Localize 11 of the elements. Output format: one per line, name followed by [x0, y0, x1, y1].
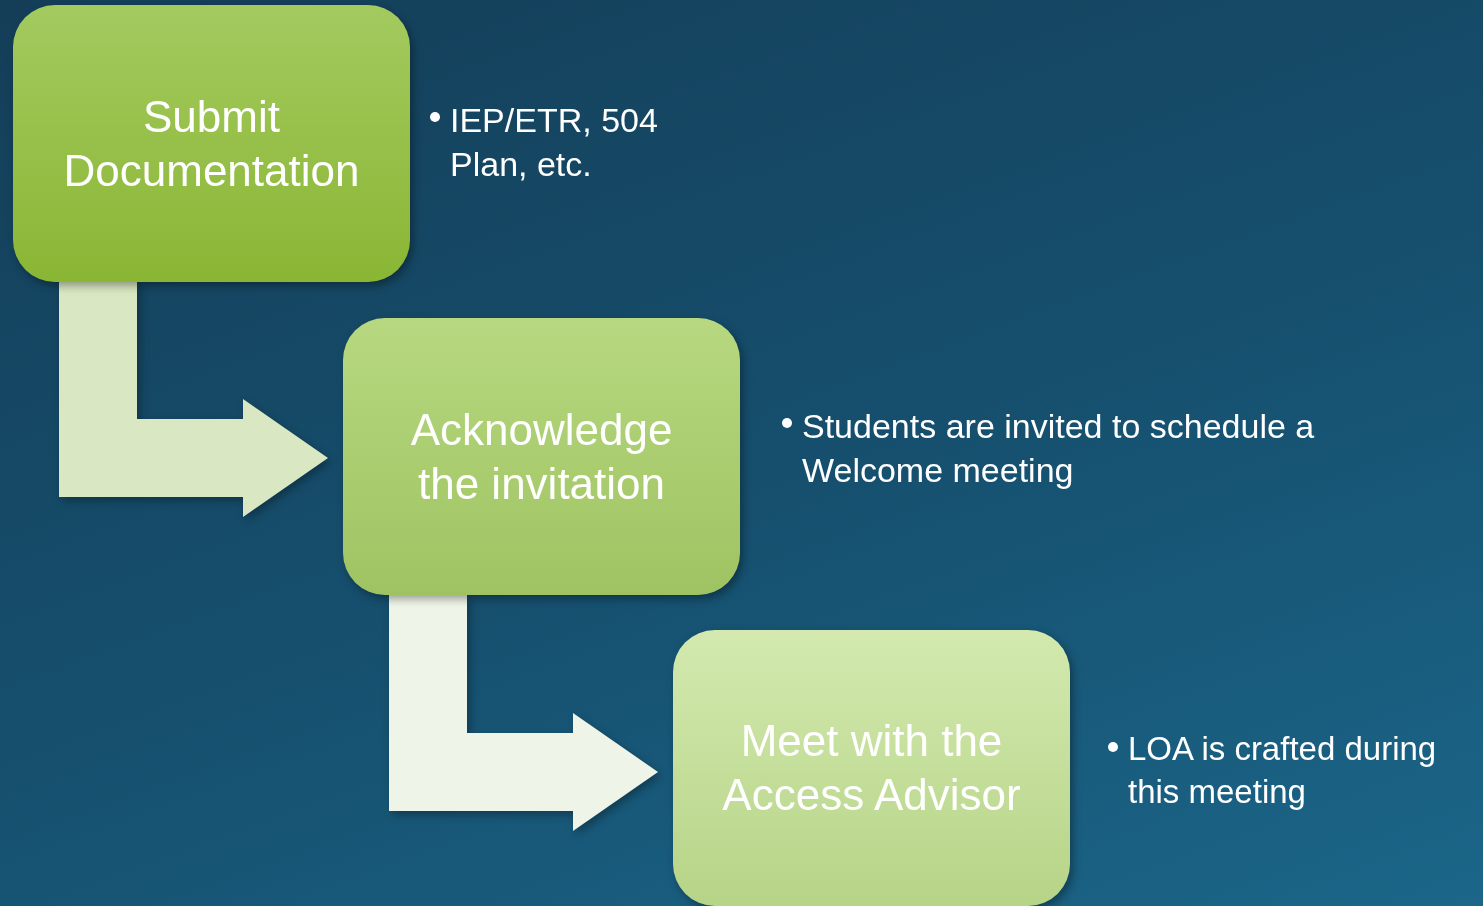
step-label: Acknowledge the invitation: [409, 403, 674, 510]
bent-arrow: [389, 595, 658, 831]
bent-arrow: [59, 282, 328, 517]
process-box: [13, 5, 410, 282]
note-text: LOA is crafted during this meeting: [1128, 729, 1438, 812]
note-text: IEP/ETR, 504 Plan, etc.: [450, 100, 659, 186]
step-label: Meet with the Access Advisor: [721, 715, 1022, 821]
step-label: Submit Documentation: [62, 90, 361, 197]
process-box: [343, 318, 740, 595]
process-box: [673, 630, 1070, 906]
note-text: Students are invited to schedule a Welcome meeting: [802, 406, 1316, 492]
